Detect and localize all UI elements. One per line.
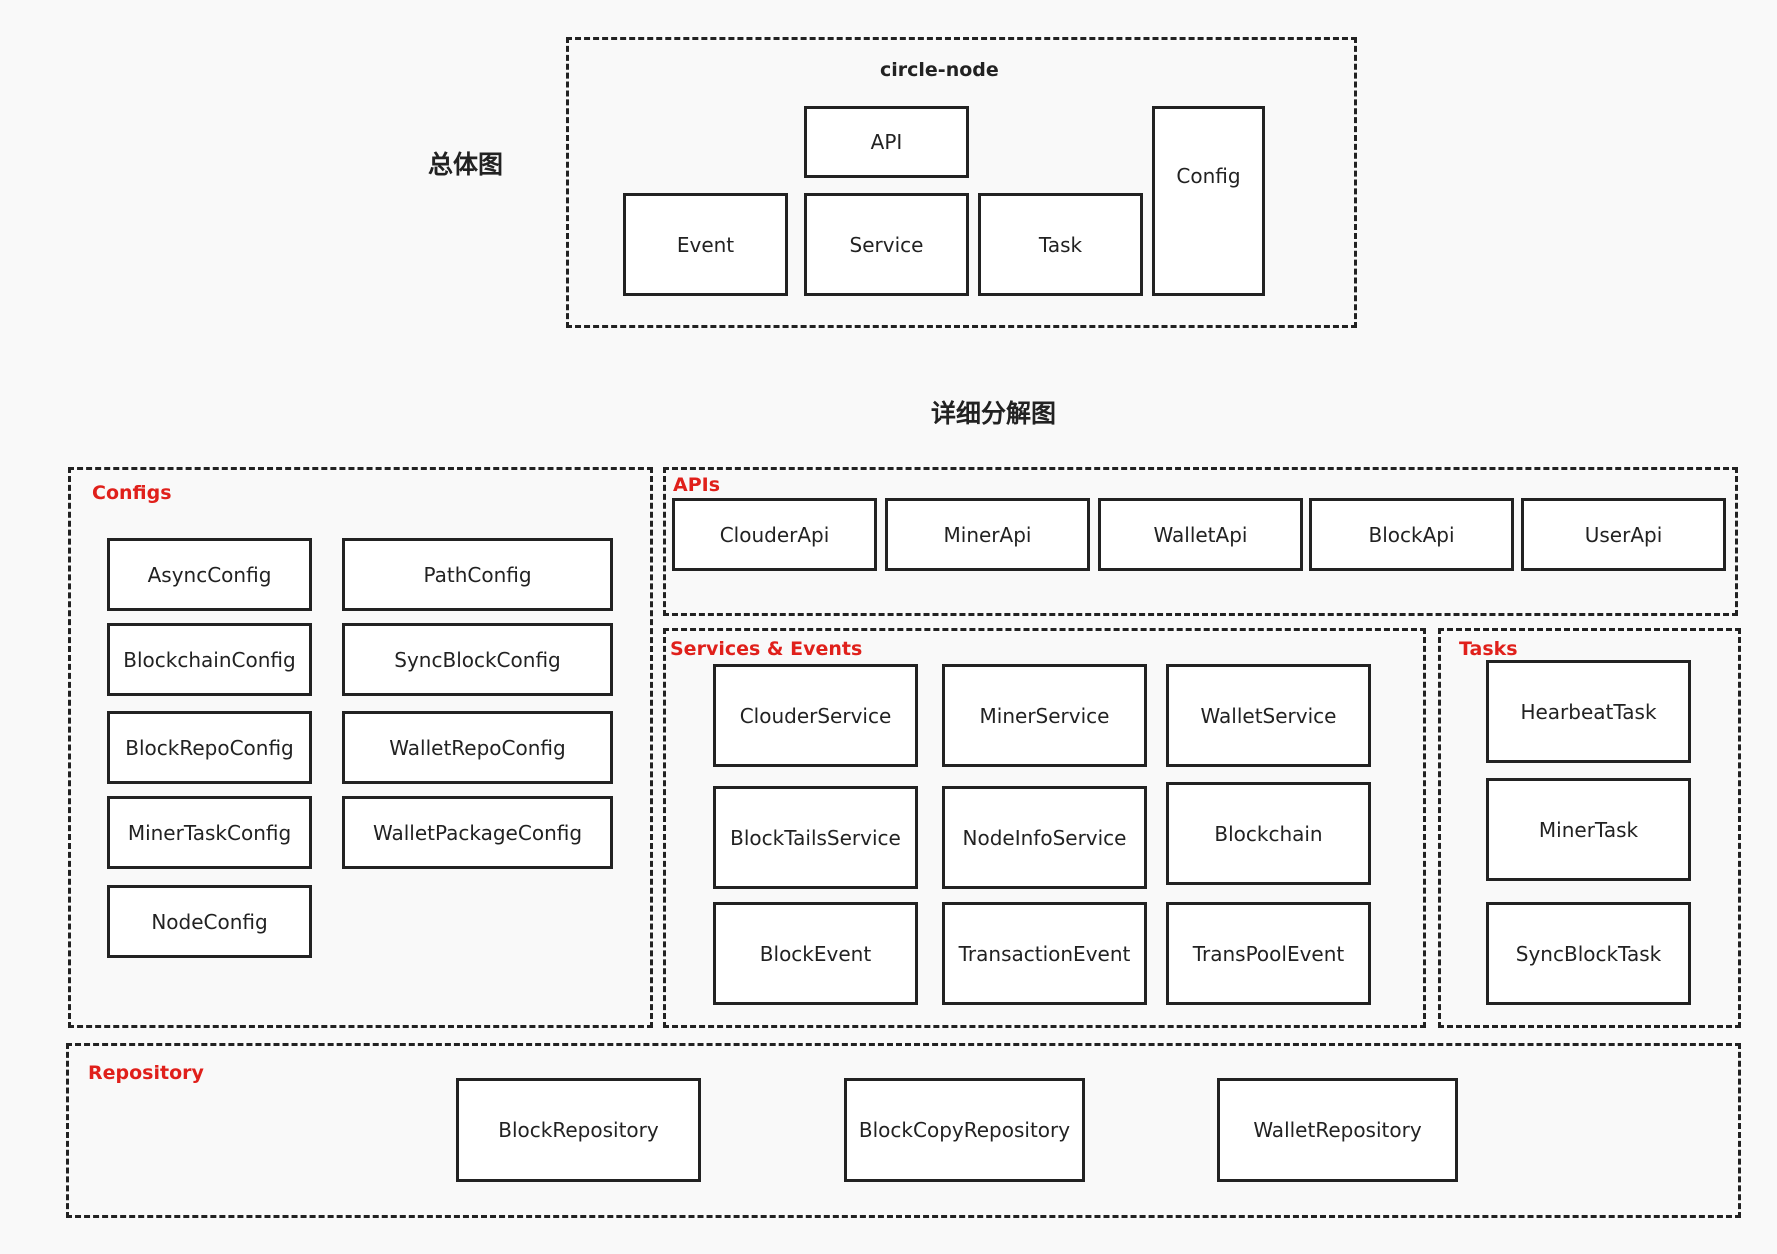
repository-region: [66, 1043, 1741, 1218]
config-box: NodeConfig: [107, 885, 312, 958]
apis-label: APIs: [673, 474, 721, 496]
service-box: Blockchain: [1166, 782, 1371, 885]
services-events-region: [663, 628, 1426, 1028]
task-box: SyncBlockTask: [1486, 902, 1691, 1005]
event-box: TransactionEvent: [942, 902, 1147, 1005]
overview-title: circle-node: [880, 59, 999, 81]
config-box: SyncBlockConfig: [342, 623, 613, 696]
config-box: BlockRepoConfig: [107, 711, 312, 784]
task-box: HearbeatTask: [1486, 660, 1691, 763]
overview-container: [566, 37, 1357, 328]
config-box: AsyncConfig: [107, 538, 312, 611]
apis-region: [663, 467, 1738, 616]
service-box: MinerService: [942, 664, 1147, 767]
api-box: MinerApi: [885, 498, 1090, 571]
service-box: BlockTailsService: [713, 786, 918, 889]
api-box: BlockApi: [1309, 498, 1514, 571]
repository-box: BlockRepository: [456, 1078, 701, 1182]
api-box: WalletApi: [1098, 498, 1303, 571]
config-box: MinerTaskConfig: [107, 796, 312, 869]
overview-config-box: Config: [1152, 106, 1265, 296]
configs-label: Configs: [92, 482, 172, 504]
config-box: WalletRepoConfig: [342, 711, 613, 784]
repository-box: BlockCopyRepository: [844, 1078, 1085, 1182]
overview-event-box: Event: [623, 193, 788, 296]
tasks-region: [1438, 628, 1741, 1028]
event-box: BlockEvent: [713, 902, 918, 1005]
overview-api-box: API: [804, 106, 969, 178]
services-events-label: Services & Events: [670, 638, 863, 660]
overview-task-box: Task: [978, 193, 1143, 296]
overview-heading: 总体图: [428, 150, 504, 179]
config-box: BlockchainConfig: [107, 623, 312, 696]
detail-heading: 详细分解图: [931, 399, 1057, 428]
repository-box: WalletRepository: [1217, 1078, 1458, 1182]
service-box: WalletService: [1166, 664, 1371, 767]
task-box: MinerTask: [1486, 778, 1691, 881]
configs-region: [68, 467, 653, 1028]
config-box: WalletPackageConfig: [342, 796, 613, 869]
overview-service-box: Service: [804, 193, 969, 296]
tasks-label: Tasks: [1459, 638, 1518, 660]
event-box: TransPoolEvent: [1166, 902, 1371, 1005]
api-box: UserApi: [1521, 498, 1726, 571]
config-box: PathConfig: [342, 538, 613, 611]
service-box: ClouderService: [713, 664, 918, 767]
api-box: ClouderApi: [672, 498, 877, 571]
repository-label: Repository: [88, 1062, 204, 1084]
service-box: NodeInfoService: [942, 786, 1147, 889]
